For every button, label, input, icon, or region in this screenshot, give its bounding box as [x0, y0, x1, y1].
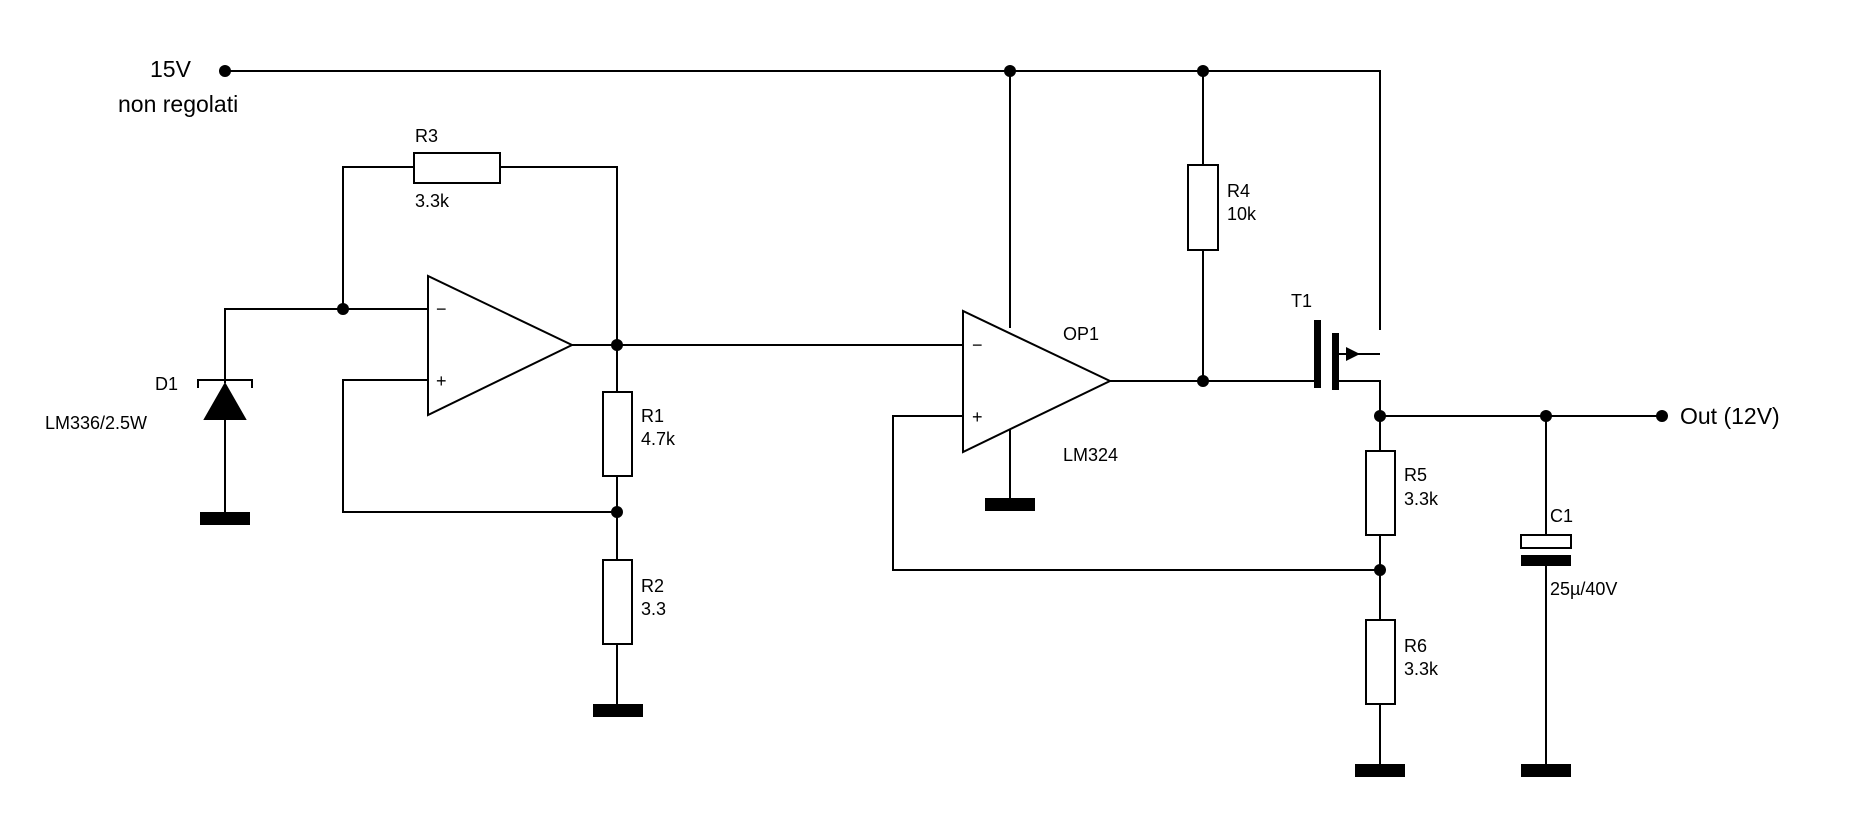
resistor-r4-value: 10k — [1227, 204, 1257, 224]
zener-diode-icon — [203, 381, 247, 420]
resistor-r2-ref: R2 — [641, 576, 664, 596]
resistor-r3[interactable] — [413, 152, 501, 184]
resistor-r1[interactable] — [602, 391, 633, 477]
resistor-r3-value: 3.3k — [415, 191, 450, 211]
capacitor-plate-icon — [1520, 534, 1572, 549]
ground-icon — [1355, 764, 1405, 777]
supply-terminal[interactable] — [219, 65, 231, 77]
output-label: Out (12V) — [1680, 403, 1780, 429]
opamp-op1-minus: − — [972, 335, 983, 355]
transistor-t1[interactable] — [1314, 320, 1360, 390]
resistor-r4[interactable] — [1187, 164, 1219, 251]
opamp-1[interactable] — [427, 274, 575, 417]
resistor-r6[interactable] — [1365, 619, 1396, 705]
supply-note-label: non regolati — [118, 91, 238, 117]
mosfet-channel-icon — [1332, 333, 1339, 390]
resistor-r2[interactable] — [602, 559, 633, 645]
mosfet-arrow-icon — [1346, 347, 1360, 361]
resistor-r5[interactable] — [1365, 450, 1396, 536]
resistor-r2-value: 3.3 — [641, 599, 666, 619]
supply-voltage-label: 15V — [150, 56, 192, 82]
capacitor-ref: C1 — [1550, 506, 1573, 526]
mosfet-gate-icon — [1314, 320, 1321, 388]
ground-icon — [1521, 764, 1571, 777]
resistor-r5-value: 3.3k — [1404, 489, 1439, 509]
resistor-r6-value: 3.3k — [1404, 659, 1439, 679]
opamp-1-plus: + — [436, 371, 447, 391]
diode-d1[interactable] — [197, 379, 253, 420]
diode-value: LM336/2.5W — [45, 413, 147, 433]
resistor-r4-ref: R4 — [1227, 181, 1250, 201]
resistor-r1-value: 4.7k — [641, 429, 676, 449]
capacitor-c1[interactable] — [1520, 534, 1572, 566]
ground-icon — [985, 498, 1035, 511]
output-terminal[interactable] — [1656, 410, 1668, 422]
opamp-op1-ref: OP1 — [1063, 324, 1099, 344]
resistor-r6-ref: R6 — [1404, 636, 1427, 656]
ground-symbols — [200, 498, 1571, 777]
ground-icon — [200, 512, 250, 525]
resistor-r3-ref: R3 — [415, 126, 438, 146]
ground-icon — [593, 704, 643, 717]
opamp-op1[interactable] — [962, 309, 1113, 454]
capacitor-value: 25µ/40V — [1550, 579, 1617, 599]
opamp-op1-value: LM324 — [1063, 445, 1118, 465]
resistor-r5-ref: R5 — [1404, 465, 1427, 485]
opamp-op1-plus: + — [972, 407, 983, 427]
capacitor-plate-icon — [1521, 555, 1571, 566]
opamp-1-minus: − — [436, 299, 447, 319]
resistor-r1-ref: R1 — [641, 406, 664, 426]
diode-ref: D1 — [155, 374, 178, 394]
transistor-ref: T1 — [1291, 291, 1312, 311]
junction-dots — [337, 65, 1552, 576]
